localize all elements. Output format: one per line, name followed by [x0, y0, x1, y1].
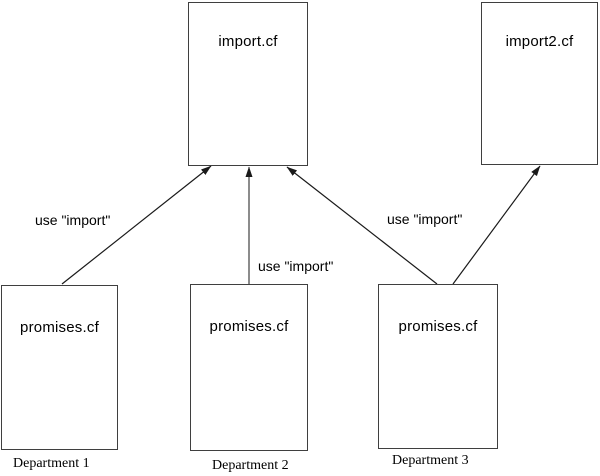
node-promises-cf-dept1-label: promises.cf — [20, 319, 99, 336]
node-promises-cf-dept1: promises.cf — [1, 285, 118, 450]
node-import-cf-label: import.cf — [218, 33, 278, 50]
node-import2-cf: import2.cf — [481, 2, 598, 165]
arrow-promises1-to-import — [61, 165, 212, 285]
edge-label-use-import-right: use "import" — [387, 211, 463, 227]
caption-department-3: Department 3 — [392, 453, 469, 468]
node-promises-cf-dept2-label: promises.cf — [209, 318, 289, 335]
node-promises-cf-dept2: promises.cf — [190, 284, 308, 451]
node-promises-cf-dept3: promises.cf — [378, 284, 498, 449]
arrow-promises3-to-import — [286, 166, 438, 285]
node-import2-cf-label: import2.cf — [505, 33, 574, 50]
edge-label-use-import-left: use "import" — [35, 212, 111, 228]
node-promises-cf-dept3-label: promises.cf — [398, 318, 478, 335]
arrow-promises3-to-import2 — [452, 165, 541, 285]
caption-department-2: Department 2 — [212, 458, 289, 473]
caption-department-1: Department 1 — [13, 456, 90, 471]
node-import-cf: import.cf — [188, 2, 308, 166]
edge-label-use-import-middle: use "import" — [258, 258, 334, 274]
